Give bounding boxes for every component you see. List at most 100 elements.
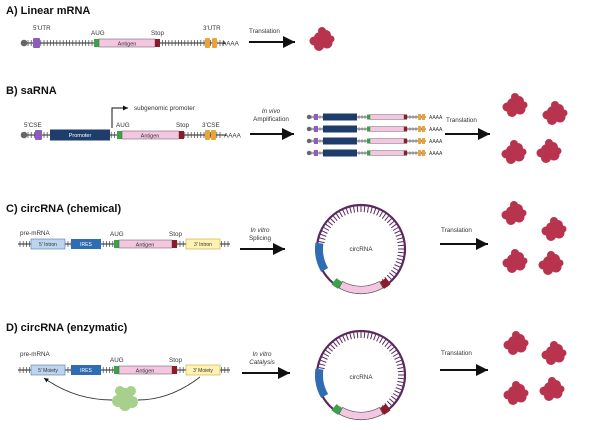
- d-translation-label: Translation: [441, 350, 472, 357]
- d-ligation-curve-right: [137, 376, 201, 401]
- d-moiety3-label: 3' Moiety: [193, 368, 213, 374]
- b-copy-4: AAAA: [306, 149, 443, 157]
- a-utr3-box-1: [205, 38, 210, 48]
- b-stop-label: Stop: [176, 122, 189, 129]
- a-stop-label: Stop: [151, 30, 164, 37]
- d-ligation-curve-left: [43, 377, 113, 401]
- b-protein-icon-1: [502, 93, 528, 117]
- b-amplified-copies: AAAA AAAA AAAA AAAA: [306, 113, 443, 157]
- section-c-title: C) circRNA (chemical): [6, 203, 121, 215]
- d-protein-icon-1: [503, 331, 529, 355]
- section-d-circrna-enzymatic: D) circRNA (enzymatic) pre-mRNA AUG Stop…: [6, 322, 567, 421]
- ires-segment: [315, 368, 329, 398]
- aug-segment: [331, 404, 343, 415]
- c-rna-strand: 5' Intron IRES Antigen 3' Intron: [18, 238, 230, 250]
- d-aug-label: AUG: [110, 357, 124, 364]
- b-protein-icon-3: [501, 140, 527, 164]
- d-rna-strand: 5' Moiety IRES Antigen 3' Moiety: [18, 364, 230, 376]
- b-cse3-box-2: [211, 130, 216, 140]
- c-intron5-box: [30, 238, 66, 250]
- b-subgenomic-arrow: [111, 105, 128, 128]
- d-moiety5-box: [30, 364, 66, 376]
- c-ires-box: [71, 239, 101, 249]
- d-protein-icon-4: [539, 377, 565, 401]
- c-pre-label: pre-mRNA: [20, 230, 51, 237]
- stop-segment: [379, 404, 391, 415]
- b-promoter-box: [50, 129, 110, 141]
- c-ires-label: IRES: [80, 242, 92, 248]
- b-5cap-icon: [20, 131, 28, 139]
- a-polya-label: AAAA: [222, 41, 240, 48]
- b-cse3-label: 3'CSE: [202, 122, 220, 129]
- b-copy-polya-label: AAAA: [429, 127, 443, 133]
- a-protein-icon: [309, 27, 335, 51]
- b-step-line2: Amplification: [253, 116, 289, 123]
- a-translation-label: Translation: [249, 28, 280, 35]
- c-translation-label: Translation: [441, 227, 472, 234]
- b-rna-strand: Promoter Antigen AAAA: [20, 129, 242, 141]
- d-aug-box: [114, 366, 119, 374]
- a-antigen-label: Antigen: [118, 41, 137, 47]
- stop-segment: [379, 278, 391, 289]
- a-utr3-box-2: [212, 38, 217, 48]
- a-aug-box: [94, 39, 99, 47]
- a-utr5-label: 5'UTR: [33, 25, 51, 32]
- d-circrna-ring: [315, 329, 407, 421]
- a-utr3-label: 3'UTR: [203, 25, 221, 32]
- b-stop-box: [179, 131, 184, 139]
- a-5cap-icon: [20, 39, 28, 47]
- section-b-sarna: B) saRNA 5'CSE subgenomic promoter AUG S…: [6, 85, 568, 164]
- c-stop-label: Stop: [169, 231, 182, 238]
- b-copy-2: AAAA: [306, 125, 443, 133]
- b-copy-polya-label: AAAA: [429, 115, 443, 121]
- d-antigen-label: Antigen: [136, 368, 155, 374]
- section-a-title: A) Linear mRNA: [6, 5, 90, 17]
- d-stop-box: [172, 366, 177, 374]
- c-step-line1: In vitro: [251, 227, 270, 234]
- b-aug-label: AUG: [116, 122, 130, 129]
- c-protein-icon-2: [541, 217, 567, 241]
- d-ires-label: IRES: [80, 368, 92, 374]
- d-circ-label: circRNA: [349, 374, 373, 381]
- b-copy-polya-label: AAAA: [429, 151, 443, 157]
- b-copy-polya-label: AAAA: [429, 139, 443, 145]
- b-subgenomic-label: subgenomic promoter: [134, 105, 195, 112]
- b-polya-label: AAAA: [224, 133, 242, 140]
- c-aug-box: [114, 240, 119, 248]
- section-d-title: D) circRNA (enzymatic): [6, 322, 128, 334]
- d-protein-icon-3: [503, 381, 529, 405]
- antigen-segment: [339, 281, 383, 294]
- c-step-line2: Splicing: [249, 235, 272, 242]
- b-protein-icon-2: [542, 101, 568, 125]
- b-cse5-box: [35, 130, 42, 140]
- c-circrna-ring: [315, 203, 407, 295]
- c-stop-box: [172, 240, 177, 248]
- b-protein-icon-4: [536, 139, 562, 163]
- c-protein-icon-1: [501, 201, 527, 225]
- section-a-linear-mrna: A) Linear mRNA 5'UTR AUG Stop 3'UTR Anti…: [6, 5, 335, 51]
- a-rna-strand: Antigen AAAA: [20, 38, 240, 48]
- b-cse5-label: 5'CSE: [24, 122, 42, 129]
- d-pre-label: pre-mRNA: [20, 351, 51, 358]
- d-protein-icon-2: [541, 341, 567, 365]
- c-antigen-label: Antigen: [136, 242, 155, 248]
- b-promoter-label: Promoter: [69, 133, 92, 139]
- d-step-line1: In vitro: [253, 351, 272, 358]
- c-intron3-label: 3' Intron: [194, 242, 212, 248]
- c-aug-label: AUG: [110, 231, 124, 238]
- d-step-line2: Catalysis: [249, 359, 275, 366]
- section-c-circrna-chemical: C) circRNA (chemical) pre-mRNA AUG Stop …: [6, 201, 567, 295]
- b-translation-label: Translation: [446, 117, 477, 124]
- d-ires-box: [71, 365, 101, 375]
- b-copy-1: AAAA: [306, 113, 443, 121]
- d-enzyme-icon: [112, 386, 138, 411]
- c-intron3-box: [185, 238, 221, 250]
- aug-segment: [331, 278, 343, 289]
- b-aug-box: [117, 131, 122, 139]
- d-moiety5-label: 5' Moiety: [38, 368, 58, 374]
- b-step-line1: In vivo: [262, 108, 281, 115]
- a-aug-label: AUG: [91, 30, 105, 37]
- c-protein-icon-4: [538, 251, 564, 275]
